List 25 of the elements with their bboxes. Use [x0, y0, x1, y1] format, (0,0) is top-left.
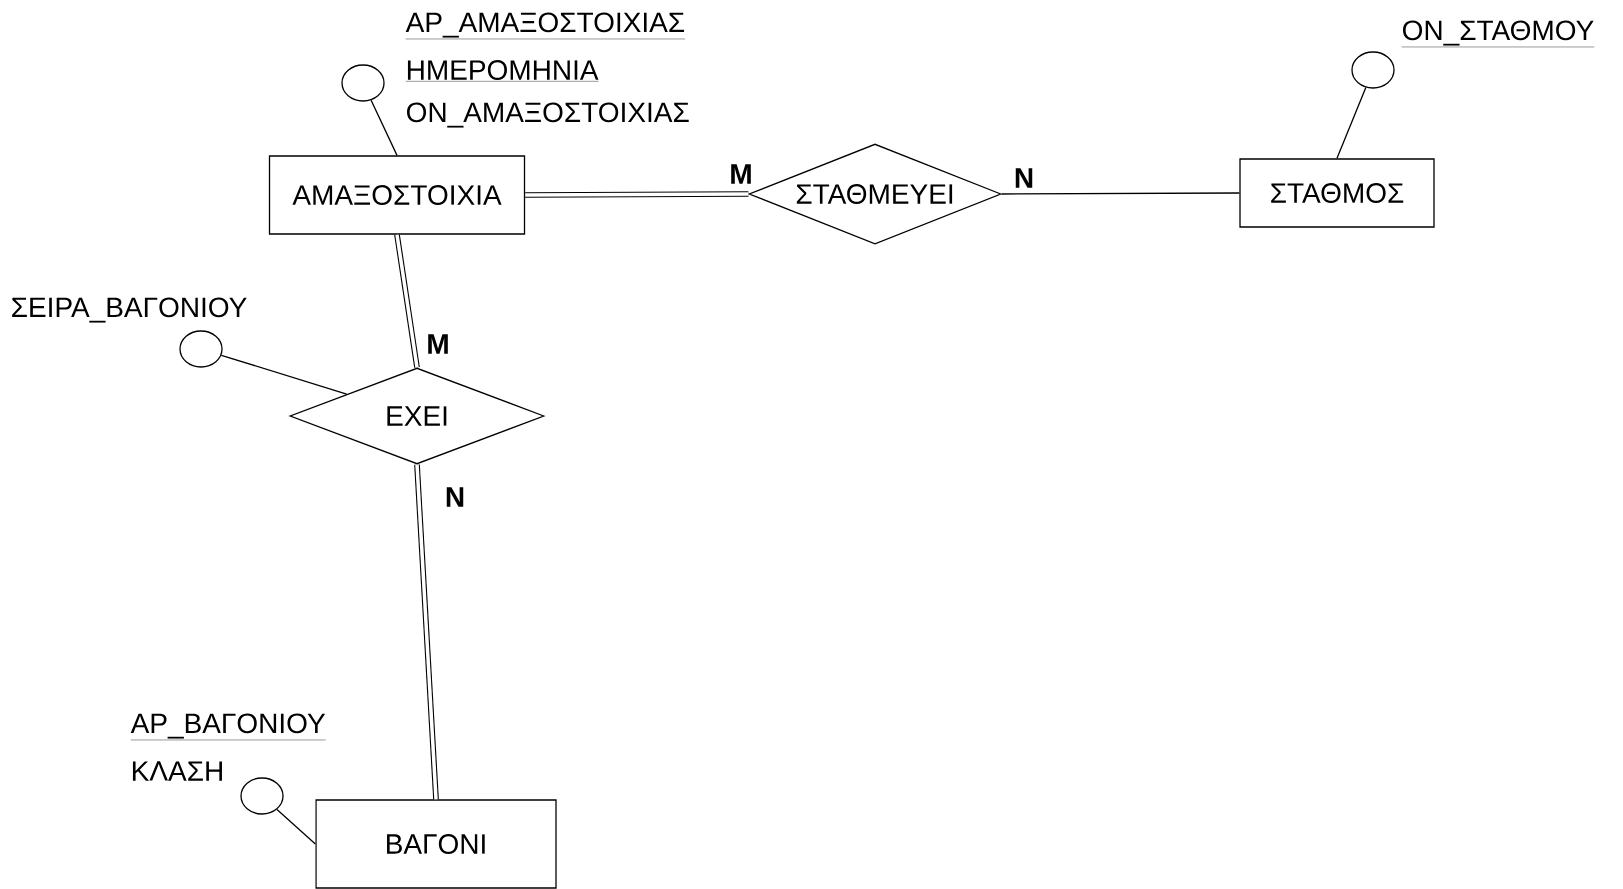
attribute-label: ΟΝ_ΑΜΑΞΟΣΤΟΙΧΙΑΣ: [407, 102, 689, 128]
attribute-circle: [240, 777, 284, 815]
connector-line: [525, 191, 749, 198]
attribute-label: ΣΕΙΡΑ_ΒΑΓΟΝΙΟΥ: [12, 297, 247, 323]
cardinality-label: N: [443, 486, 467, 508]
connector-line: [414, 464, 439, 800]
cardinality-label: M: [425, 333, 451, 355]
attribute-label: ΚΛΑΣΗ: [132, 761, 222, 781]
connector-line: [276, 808, 316, 845]
attribute-label: ΗΜΕΡΟΜΗΝΙΑ: [405, 60, 599, 82]
connector-line: [370, 99, 398, 156]
attribute-label: ΟΝ_ΣΤΑΘΜΟΥ: [1401, 20, 1595, 48]
connector-line: [1336, 86, 1367, 159]
attribute-circle: [1351, 51, 1395, 89]
entity-box: ΣΤΑΘΜΟΣ: [1239, 158, 1435, 228]
attribute-circle: [341, 64, 385, 102]
connector-line: [394, 234, 420, 368]
entity-box: ΑΜΑΞΟΣΤΟΙΧΙΑ: [268, 155, 526, 235]
attribute-label: ΑΡ_ΒΑΓΟΝΙΟΥ: [130, 713, 326, 741]
attribute-circle: [179, 330, 223, 368]
connector-line: [220, 354, 348, 395]
attribute-label: ΑΡ_ΑΜΑΞΟΣΤΟΙΧΙΑΣ: [405, 12, 686, 40]
entity-box: ΒΑΓΟΝΙ: [315, 799, 557, 889]
connector-line: [1001, 192, 1240, 195]
cardinality-label: N: [1012, 167, 1036, 189]
